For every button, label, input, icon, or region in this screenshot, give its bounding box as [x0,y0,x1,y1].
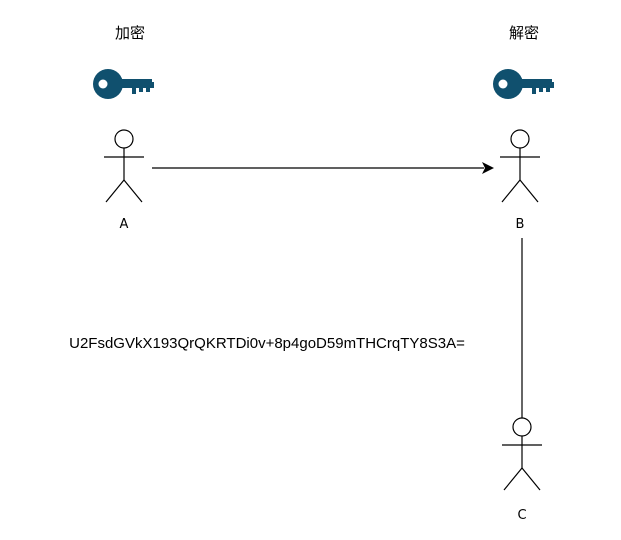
actor-a-label: A [120,217,129,232]
arrow-a-to-b [152,162,494,174]
encrypt-label: 加密 [115,24,145,42]
actor-b-label: B [516,217,525,232]
decrypt-label: 解密 [509,24,539,42]
actor-b-icon[interactable] [500,129,540,203]
actor-a-icon[interactable] [104,129,144,203]
ciphertext-label: U2FsdGVkX193QrQKRTDi0v+8p4goD59mTHCrqTY8… [69,335,465,352]
key-icon [93,69,154,99]
key-icon [493,69,554,99]
actor-c-icon[interactable] [502,417,542,491]
actor-c-label: C [517,508,526,523]
